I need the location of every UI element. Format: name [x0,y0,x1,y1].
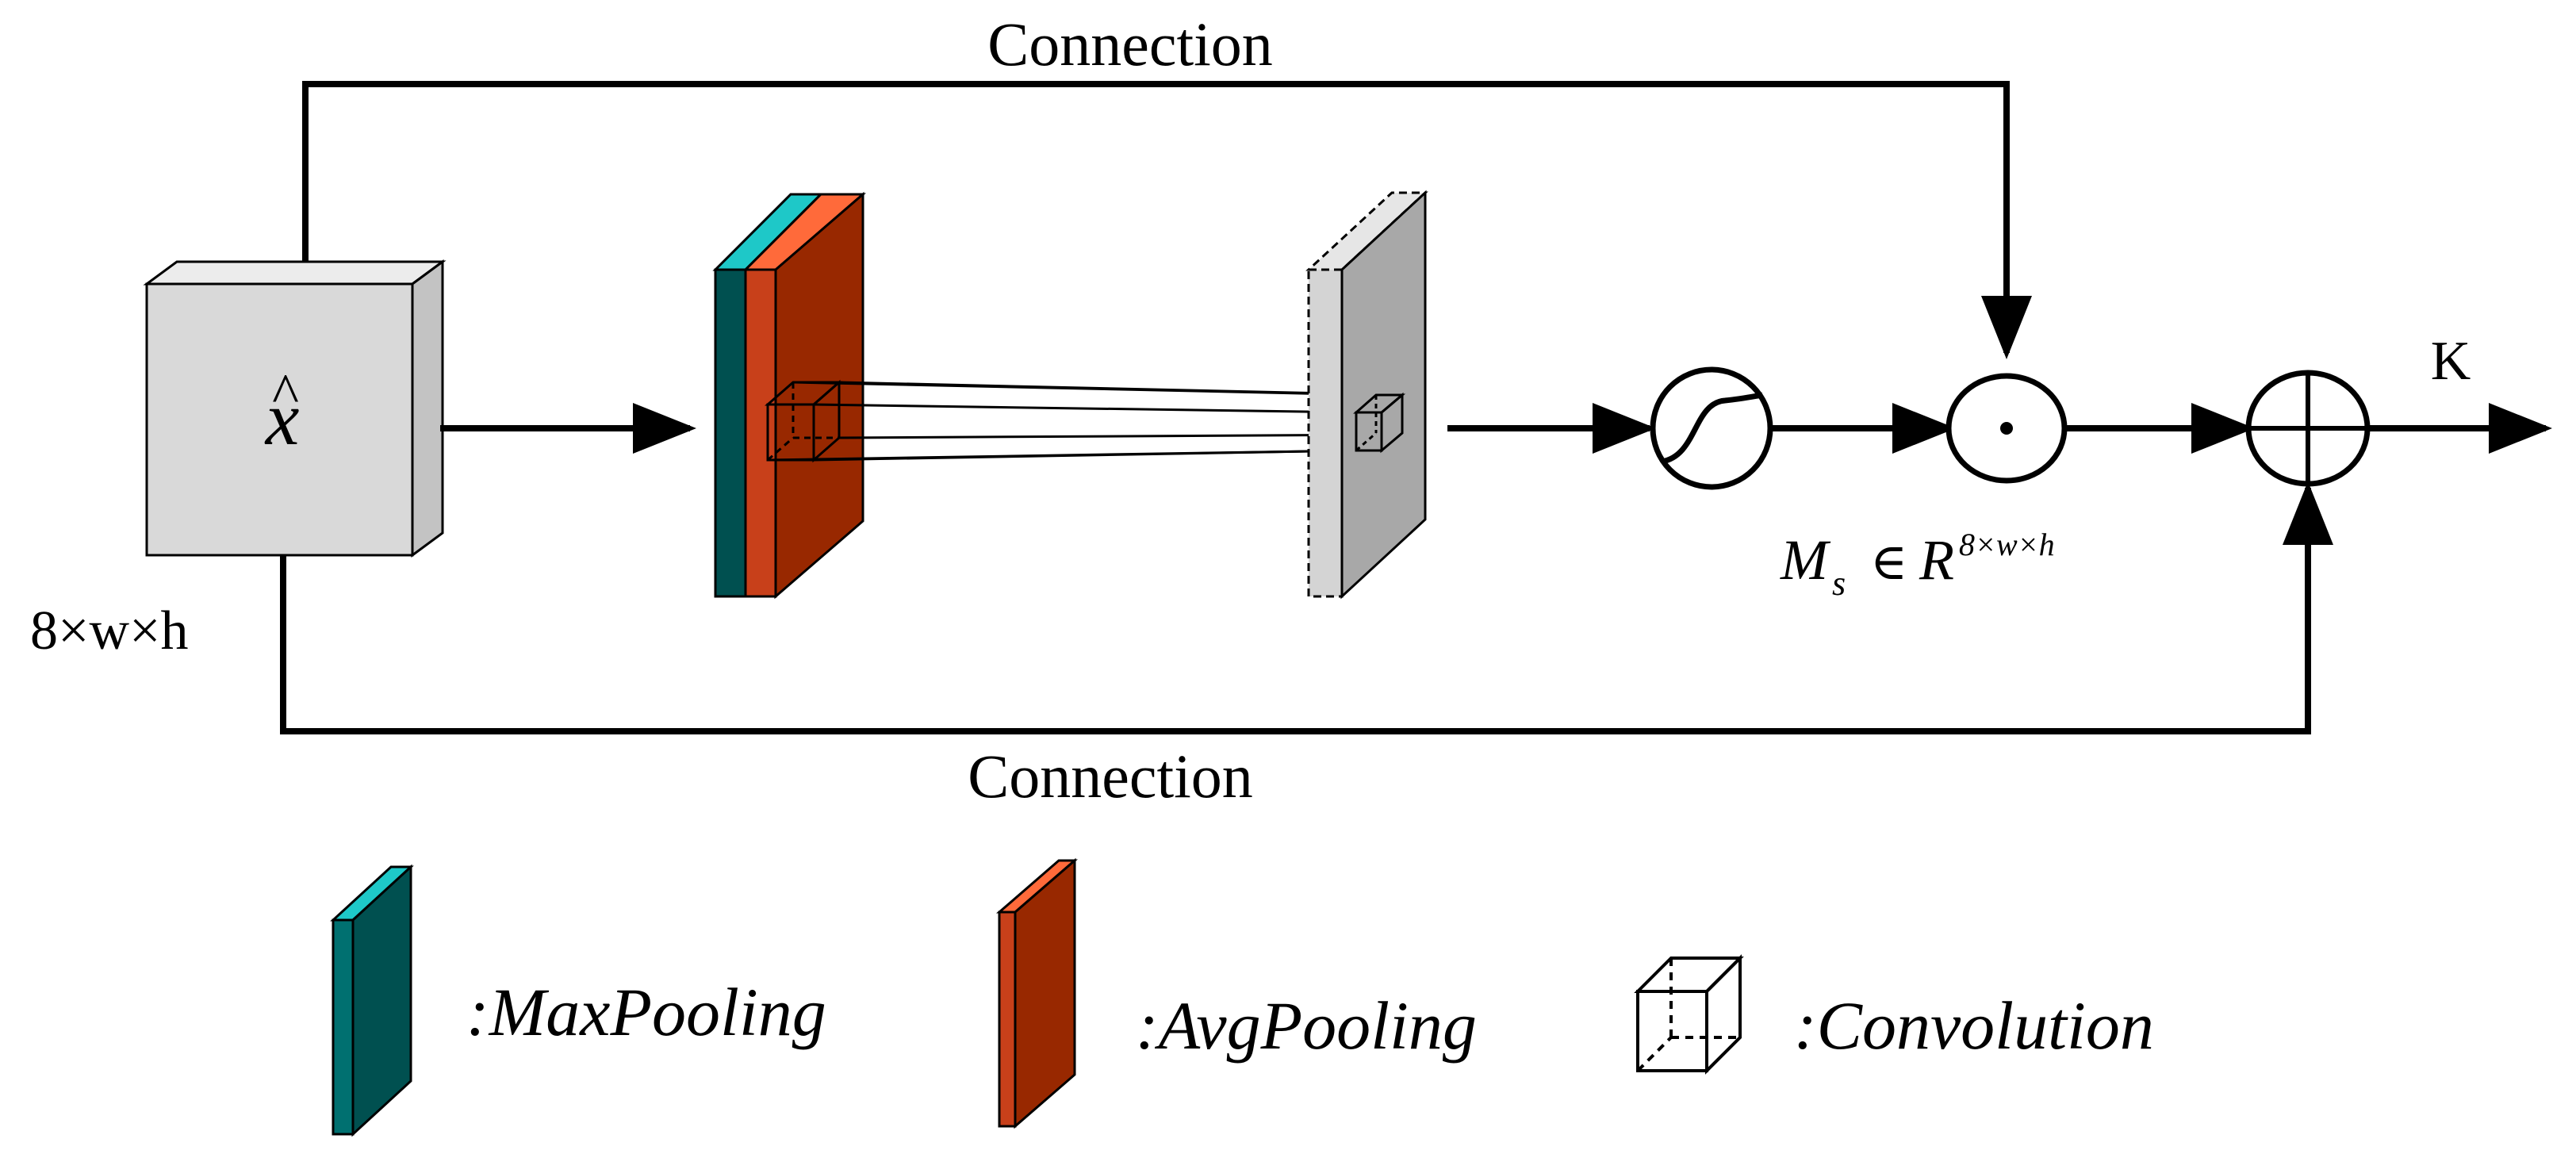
conv-projection-lines [767,381,1397,462]
avgpool-layer [742,191,867,600]
output-label: K [2431,331,2471,392]
input-feature-block [143,259,447,558]
bottom-connection-line [280,481,2333,734]
mask-m: M [1780,528,1831,592]
add-node [2245,370,2371,487]
bottom-connection-label: Connection [968,742,1253,811]
legend-maxpool-label: :MaxPooling [466,974,826,1050]
multiply-node [1945,373,2068,484]
mask-sub: s [1832,564,1846,603]
maxpool-layer [712,193,824,598]
conv-output-map [1305,190,1428,600]
legend-avgpool-label: :AvgPooling [1136,987,1477,1064]
input-hat: ^ [272,362,299,425]
legend-avgpool-swatch [995,857,1079,1129]
legend-conv-cube-icon [1634,954,1744,1075]
input-symbol: x [264,376,300,461]
sigmoid-node [1650,366,1773,490]
top-connection-label: Connection [987,10,1273,79]
mask-sup: 8×w×h [1959,527,2055,562]
legend-conv-label: :Convolution [1794,987,2154,1064]
output-kernel-cube [1353,392,1406,454]
legend-maxpool-swatch [330,864,414,1137]
mask-in: ∈ [1870,534,1907,590]
mask-r: R [1919,528,1954,592]
input-shape-label: 8×w×h [30,600,189,661]
mask-formula: M s ∈ R 8×w×h [1780,527,2055,603]
top-connection-line [302,81,2032,359]
